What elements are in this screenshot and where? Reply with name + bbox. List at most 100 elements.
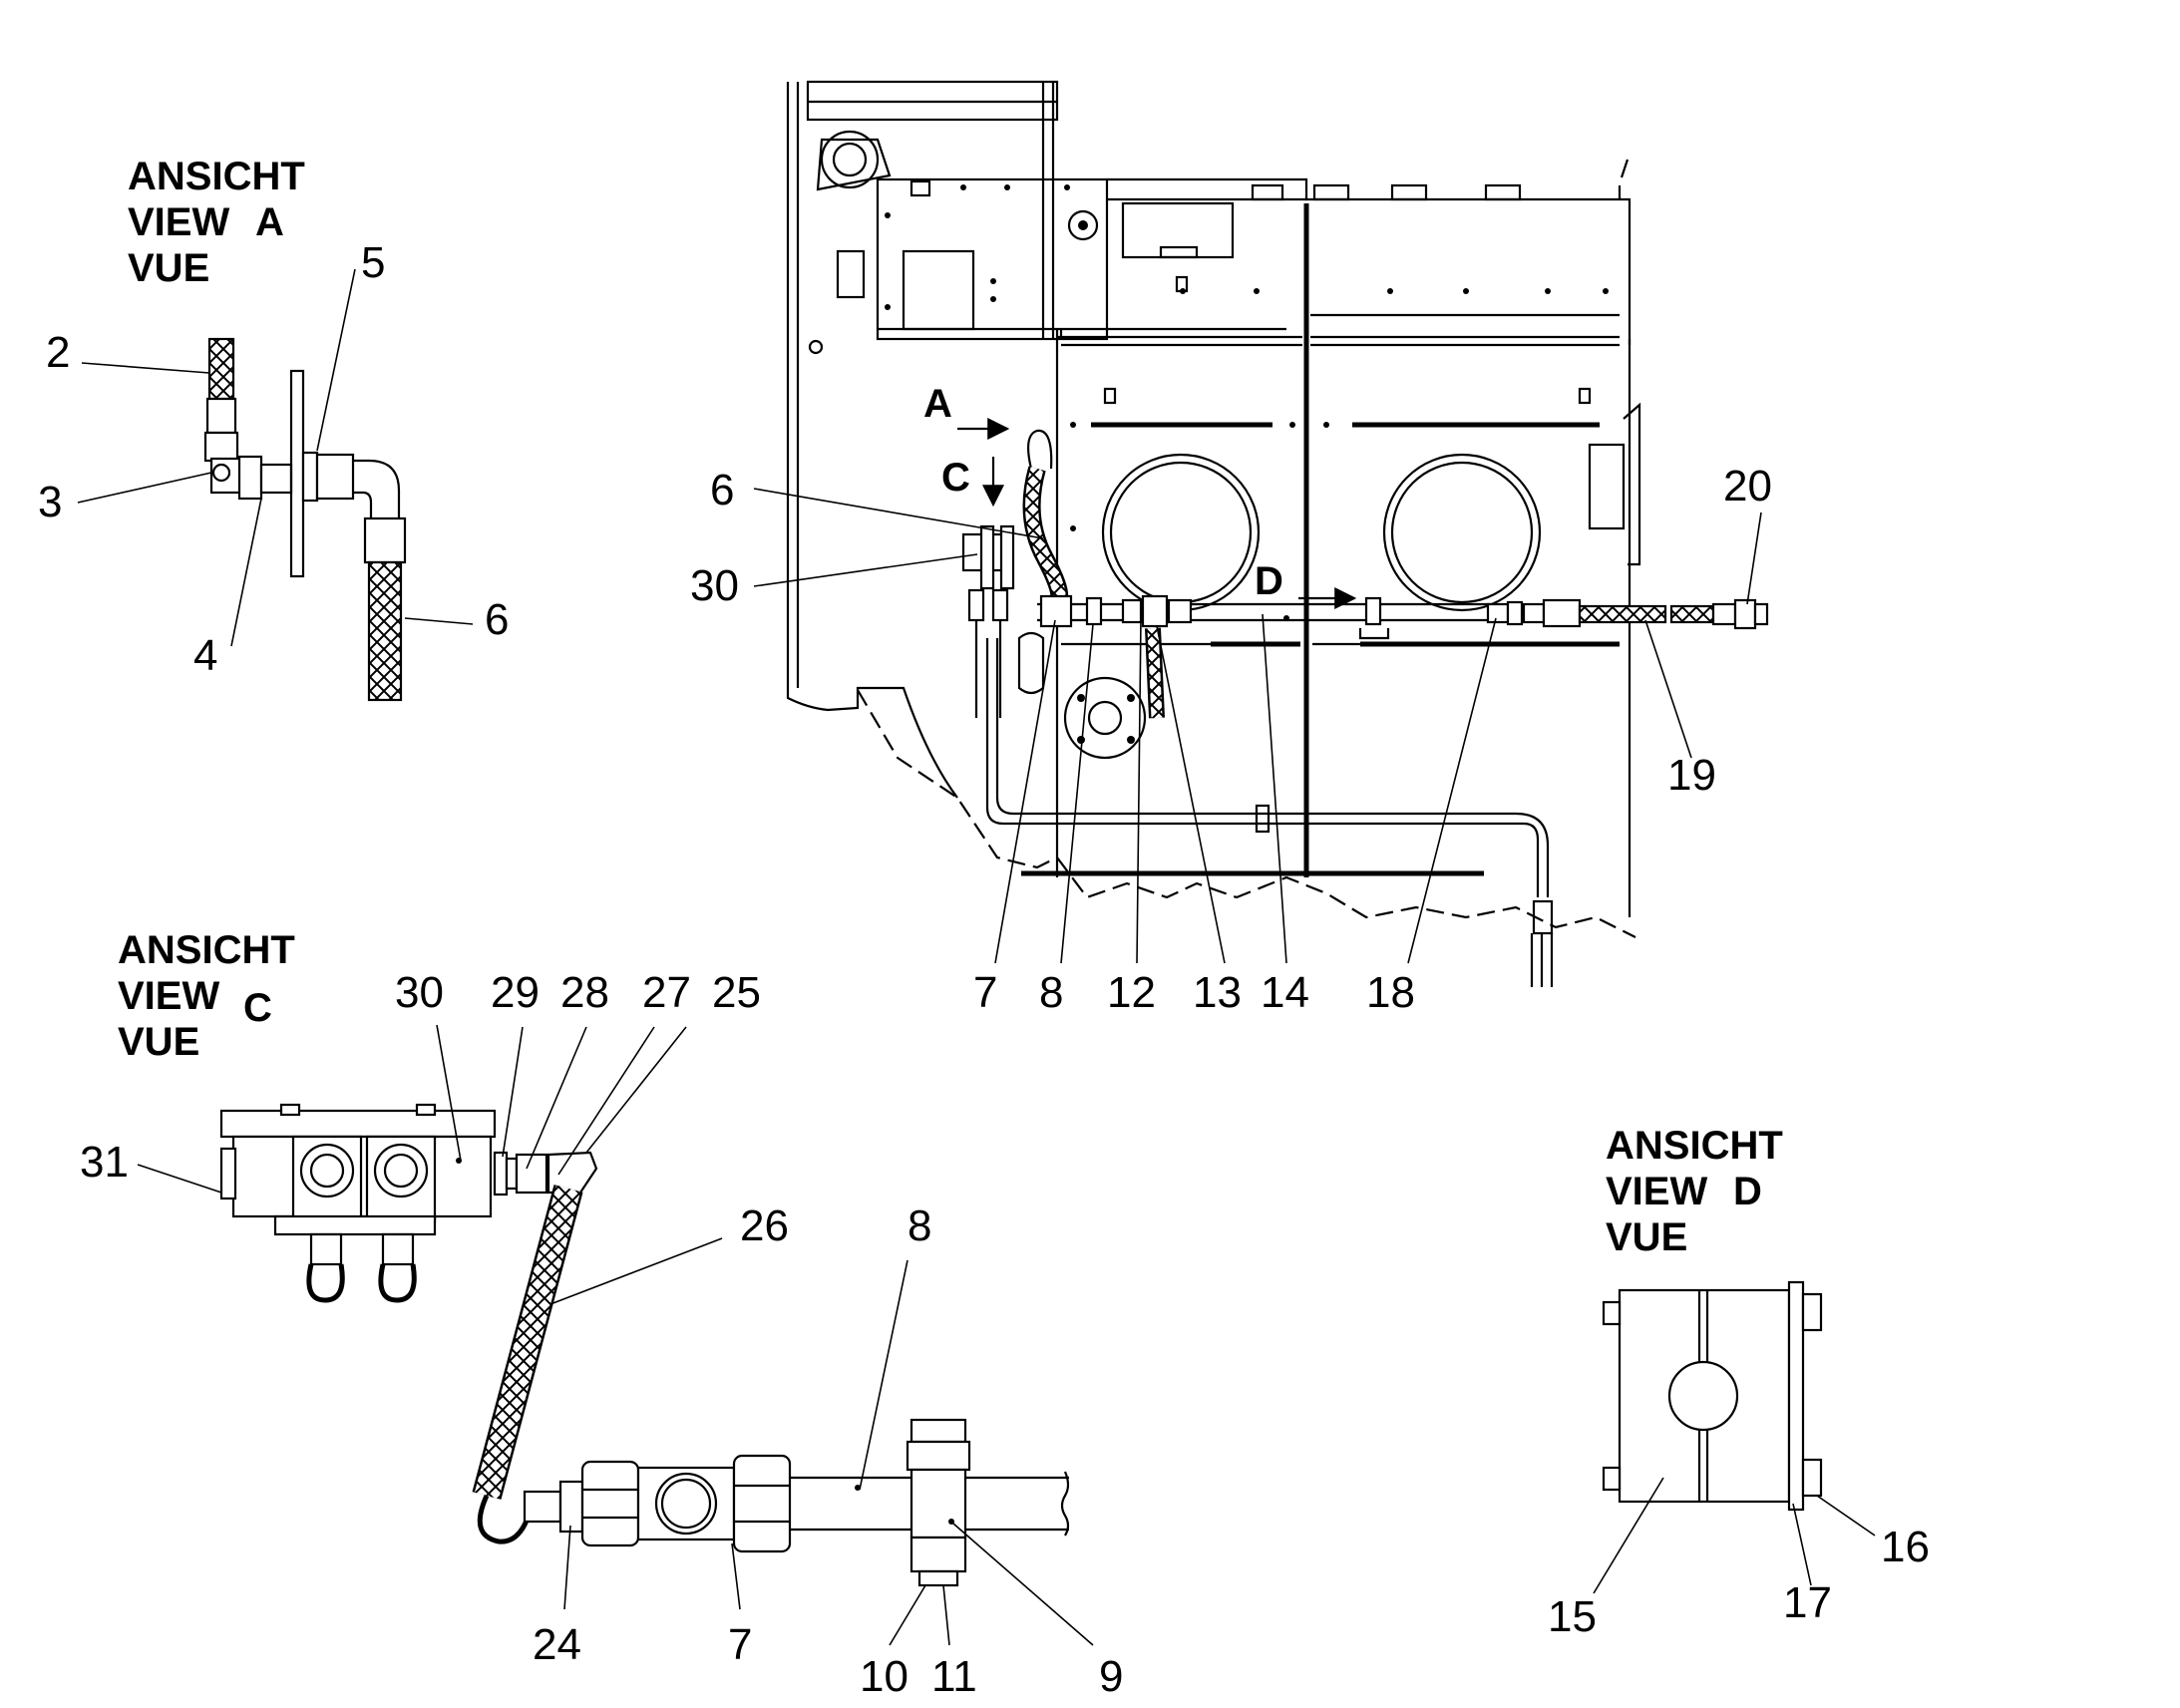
callout-7-view-c: 7 [728, 1620, 752, 1669]
callout-6-view-a: 6 [485, 595, 509, 644]
view-arrow-c: C [941, 456, 1004, 508]
arrow-c-label: C [941, 456, 970, 500]
view-a-bulkhead-nut [301, 451, 319, 503]
callout-13: 13 [1193, 968, 1242, 1017]
arrow-d-label: D [1255, 559, 1283, 603]
view-c-leader-lines [137, 1024, 1094, 1646]
view-c-title-ansicht: ANSICHT [118, 928, 295, 972]
view-d-bolt-16 [1801, 1458, 1823, 1498]
view-c-adapter-27 [515, 1153, 548, 1195]
view-a-swivel [203, 431, 239, 463]
callout-30-view-c: 30 [395, 968, 444, 1017]
panel-knob [1067, 209, 1099, 241]
view-a-leader-lines [77, 268, 474, 647]
main-assembly-view: A C D 6 30 20 19 7 8 12 13 14 18 [690, 80, 1772, 1017]
view-d-plate-17 [1787, 1280, 1805, 1512]
drain-line [985, 638, 1540, 897]
main-leader-lines [753, 488, 1762, 964]
callout-7-main: 7 [973, 968, 997, 1017]
view-d-letter: D [1733, 1170, 1762, 1213]
break-line [857, 689, 1636, 938]
callout-29: 29 [491, 968, 540, 1017]
view-arrow-d: D [1255, 559, 1357, 609]
main-pipe-14 [1037, 602, 1496, 622]
panel-window [902, 249, 975, 331]
view-d-title-view: VIEW [1606, 1170, 1707, 1213]
tee-fitting-7 [1039, 594, 1073, 628]
view-d-bolt-top [1801, 1292, 1823, 1332]
view-c-bolt-10-11 [917, 1569, 959, 1587]
view-arrow-a: A [923, 382, 1010, 440]
view-c-title-view: VIEW [118, 974, 219, 1018]
callout-17: 17 [1783, 1578, 1832, 1627]
view-a-title-ansicht: ANSICHT [128, 155, 305, 198]
view-c-letter: C [243, 986, 272, 1030]
view-c-washer-28 [505, 1157, 519, 1191]
view-d-leader-lines [1593, 1477, 1876, 1594]
view-a-union [259, 463, 293, 495]
callout-30-main: 30 [690, 561, 739, 610]
upper-panel [876, 177, 1109, 341]
callout-12: 12 [1107, 968, 1156, 1017]
view-c-detail: ANSICHT VIEW C VUE [80, 928, 1123, 1701]
view-a-title-view: VIEW [128, 200, 229, 244]
fitting-12 [1121, 598, 1143, 624]
view-c-elbow-25 [546, 1151, 598, 1195]
view-d-clamp-15 [1602, 1288, 1791, 1504]
view-c-fitting-nut [580, 1460, 640, 1547]
view-a-nut [237, 455, 263, 501]
callout-16: 16 [1881, 1523, 1930, 1571]
view-c-fitting-right [732, 1454, 792, 1553]
callout-3: 3 [38, 478, 62, 526]
nut-13 [1141, 594, 1169, 628]
clamp-8 [1085, 596, 1103, 626]
lower-flange [1063, 676, 1147, 760]
hose-19 [1578, 604, 1667, 624]
callout-11: 11 [931, 1652, 977, 1701]
view-a-hose-end [205, 397, 237, 435]
callout-5: 5 [361, 238, 385, 287]
callout-14: 14 [1261, 968, 1309, 1017]
clamp-d [1364, 596, 1382, 626]
top-coupling [820, 130, 880, 189]
callout-8-main: 8 [1039, 968, 1063, 1017]
callout-2: 2 [46, 328, 70, 377]
cabinet-left-edge [786, 82, 958, 799]
view-c-clamp-9 [906, 1418, 971, 1587]
porthole-right [1382, 453, 1542, 612]
view-c-valve-block-30 [219, 1103, 497, 1303]
callout-10: 10 [860, 1652, 908, 1701]
callout-25: 25 [712, 968, 761, 1017]
hose-loop [1026, 429, 1053, 470]
arrow-a-label: A [923, 382, 952, 426]
top-lid [1121, 201, 1235, 259]
main-valve-block [961, 524, 1045, 718]
view-a-letter: A [255, 200, 284, 244]
quick-coupler-20 [1711, 602, 1737, 626]
view-a-hose-fitting [363, 516, 407, 564]
view-a-hose-upper [207, 337, 235, 401]
view-a-bent-tube [353, 459, 401, 518]
view-d-title-ansicht: ANSICHT [1606, 1124, 1783, 1168]
callout-4: 4 [193, 631, 217, 680]
callout-6-main: 6 [710, 466, 734, 514]
callout-9: 9 [1099, 1652, 1123, 1701]
porthole-left [1101, 453, 1261, 612]
callout-19: 19 [1667, 751, 1716, 800]
callout-26: 26 [740, 1201, 789, 1250]
view-d-detail: ANSICHT VIEW D VUE 15 17 16 [1548, 1124, 1930, 1641]
view-a-detail: ANSICHT VIEW A VUE 2 3 4 5 6 [38, 155, 509, 702]
callout-31: 31 [80, 1138, 129, 1187]
view-a-fitting-assembly [203, 337, 407, 702]
fitting-18 [1486, 602, 1510, 624]
view-a-hose-lower [367, 560, 403, 702]
callout-8-view-c: 8 [908, 1201, 931, 1250]
callout-15: 15 [1548, 1592, 1597, 1641]
callout-20: 20 [1723, 462, 1772, 511]
view-c-title-vue: VUE [118, 1020, 199, 1064]
view-a-title-vue: VUE [128, 246, 209, 290]
callout-28: 28 [560, 968, 609, 1017]
view-a-connector [315, 453, 355, 501]
view-c-nut-29 [493, 1151, 509, 1196]
